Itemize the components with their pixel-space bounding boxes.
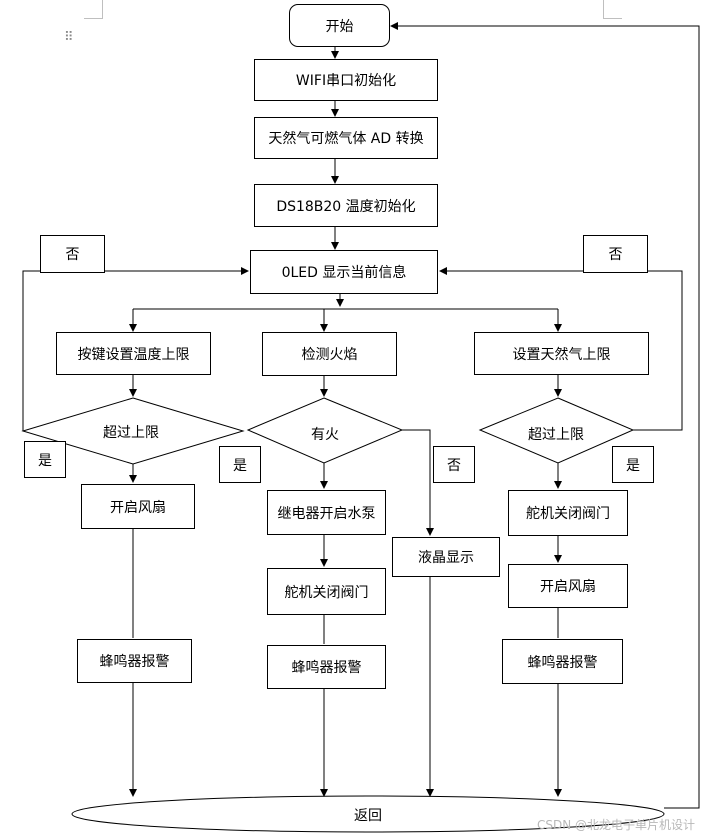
return-ellipse [71,795,665,833]
right-fan-node[interactable]: 开启风扇 [508,564,628,608]
edge-right-no-loop [439,267,683,431]
mid-no-label: 否 [433,446,475,483]
edge-mid-no [402,429,434,536]
left-buzzer-node[interactable]: 蜂鸣器报警 [77,639,192,683]
left-yes-label: 是 [24,441,66,478]
mid-yes-label: 是 [219,446,261,483]
watermark-text: CSDN @北龙电子单片机设计 [536,818,695,832]
oled-display-node[interactable]: 0LED 显示当前信息 [250,250,438,294]
start-node[interactable]: 开始 [289,4,390,47]
right-no-label: 否 [583,235,648,273]
page-corner-mark-left [84,0,103,19]
lcd-display-node[interactable]: 液晶显示 [392,537,500,577]
gas-ad-node[interactable]: 天然气可燃气体 AD 转换 [254,117,438,159]
left-decision-label: 超过上限 [103,425,159,441]
detect-flame-node[interactable]: 检测火焰 [262,332,397,376]
right-buzzer-node[interactable]: 蜂鸣器报警 [502,639,623,684]
return-label: 返回 [354,808,382,824]
drag-handle-icon[interactable]: ⠿ [64,30,75,45]
ds18b20-init-node[interactable]: DS18B20 温度初始化 [254,184,438,227]
right-servo-node[interactable]: 舵机关闭阀门 [508,490,628,536]
left-no-label: 否 [40,235,105,273]
right-yes-label: 是 [612,446,654,483]
left-fan-node[interactable]: 开启风扇 [81,484,195,529]
page-corner-mark-right [603,0,622,19]
set-gas-limit-node[interactable]: 设置天然气上限 [474,332,649,375]
right-decision-label: 超过上限 [528,427,584,443]
edge-return-loop [390,22,700,809]
mid-buzzer-node[interactable]: 蜂鸣器报警 [267,645,386,689]
edge-left-no-loop [22,267,249,431]
key-set-temp-node[interactable]: 按键设置温度上限 [56,332,211,375]
wifi-init-node[interactable]: WIFI串口初始化 [254,59,438,101]
mid-servo-node[interactable]: 舵机关闭阀门 [267,568,386,615]
mid-decision-label: 有火 [311,427,339,443]
mid-relay-node[interactable]: 继电器开启水泵 [267,490,386,535]
